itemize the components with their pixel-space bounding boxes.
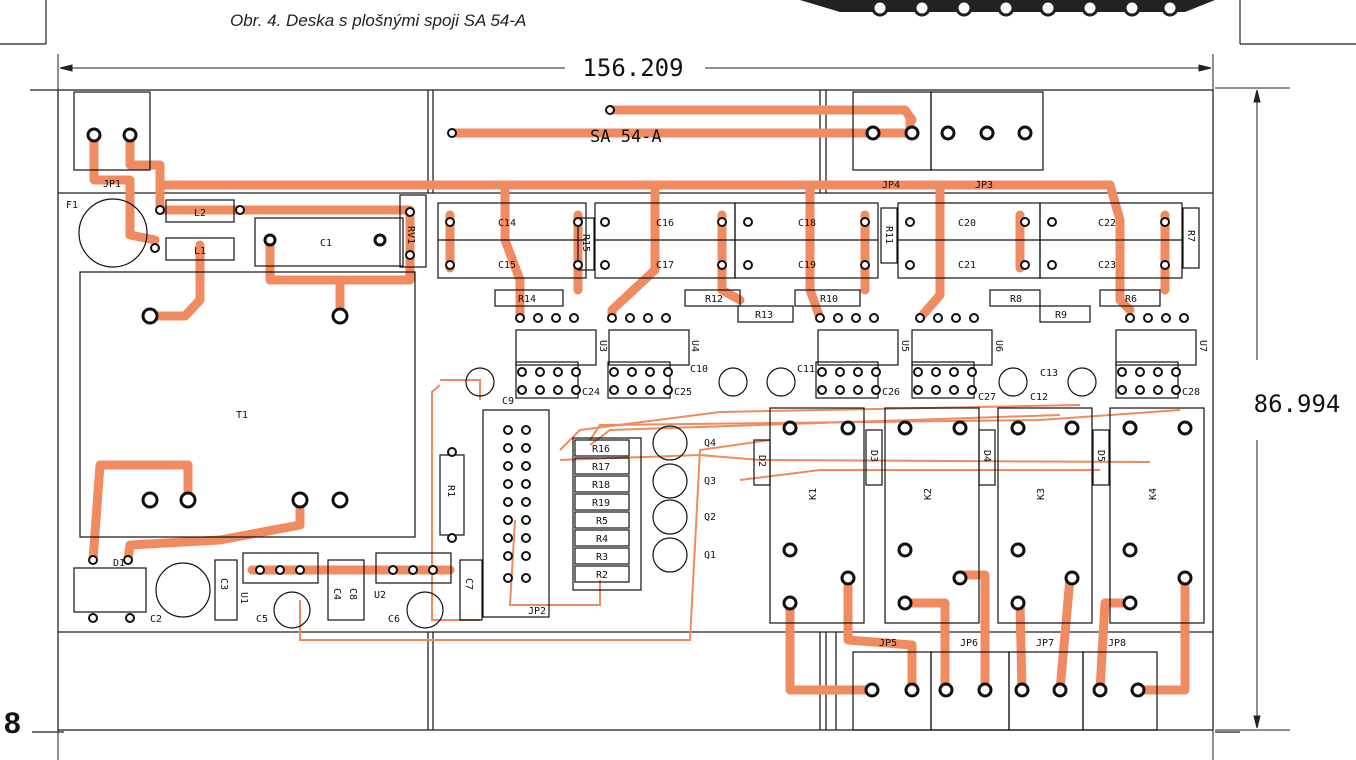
label-c21: C21 (958, 260, 976, 271)
label-c22: C22 (1098, 218, 1116, 229)
label-t1: T1 (236, 410, 248, 421)
label-c10: C10 (690, 364, 708, 375)
label-r11: R11 (883, 226, 894, 244)
label-c13: C13 (1040, 368, 1058, 379)
label-l1: L1 (194, 246, 206, 257)
label-k4: K4 (1148, 488, 1159, 500)
label-c17: C17 (656, 260, 674, 271)
label-rv1: RV1 (405, 226, 416, 244)
label-c14: C14 (498, 218, 516, 229)
label-c15: C15 (498, 260, 516, 271)
label-r8: R8 (1010, 294, 1022, 305)
silkscreen-labels: SA 54-A JP1 JP4 JP3 F1 L2 L1 C1 RV1 T1 D… (66, 127, 1208, 649)
label-r9: R9 (1055, 310, 1067, 321)
label-r13: R13 (755, 310, 773, 321)
db-connector-graphic (800, 0, 1215, 17)
copper-traces (88, 105, 1190, 695)
label-f1: F1 (66, 200, 78, 211)
label-c26: C26 (882, 387, 900, 398)
label-k2: K2 (923, 488, 934, 500)
label-c25: C25 (674, 387, 692, 398)
label-k1: K1 (808, 488, 819, 500)
label-c27: C27 (978, 392, 996, 403)
label-c23: C23 (1098, 260, 1116, 271)
pads (86, 125, 1193, 698)
label-c9: C9 (502, 396, 514, 407)
label-r2: R2 (596, 570, 608, 581)
label-r7: R7 (1185, 230, 1196, 242)
label-c16: C16 (656, 218, 674, 229)
label-c28: C28 (1182, 387, 1200, 398)
label-u2: U2 (374, 590, 386, 601)
label-k3: K3 (1036, 488, 1047, 500)
signal-traces (299, 379, 1181, 641)
label-q1: Q1 (704, 550, 716, 561)
label-d1: D1 (113, 558, 125, 569)
label-c2: C2 (150, 614, 162, 625)
label-u6: U6 (993, 340, 1004, 352)
label-d3: D3 (868, 450, 879, 462)
label-jp2: JP2 (528, 606, 546, 617)
label-r17: R17 (592, 462, 610, 473)
label-c19: C19 (798, 260, 816, 271)
label-jp3: JP3 (975, 180, 993, 191)
label-r6: R6 (1125, 294, 1137, 305)
label-c8: C8 (347, 588, 358, 600)
label-jp7: JP7 (1036, 638, 1054, 649)
label-u5: U5 (899, 340, 910, 352)
label-c1: C1 (320, 238, 332, 249)
label-r14: R14 (518, 294, 536, 305)
label-r5: R5 (596, 516, 608, 527)
label-d5: D5 (1095, 450, 1106, 462)
label-u1: U1 (238, 592, 249, 604)
board-title: SA 54-A (590, 127, 662, 147)
width-dimension: 156.209 (582, 54, 683, 82)
label-r1: R1 (445, 485, 456, 497)
label-c6: C6 (388, 614, 400, 625)
label-r16: R16 (592, 444, 610, 455)
height-dimension: 86.994 (1254, 390, 1341, 418)
label-l2: L2 (194, 208, 206, 219)
label-d4: D4 (981, 450, 992, 462)
label-q3: Q3 (704, 476, 716, 487)
label-r15: R15 (580, 234, 591, 252)
component-outlines (73, 91, 1205, 731)
label-c3: C3 (218, 578, 229, 590)
label-d2: D2 (756, 455, 767, 467)
page-number: 8 (4, 707, 21, 740)
label-c24: C24 (582, 387, 600, 398)
label-jp8: JP8 (1108, 638, 1126, 649)
label-c11: C11 (797, 364, 815, 375)
label-c18: C18 (798, 218, 816, 229)
label-u4: U4 (689, 340, 700, 352)
small-pads (88, 105, 1189, 623)
label-c20: C20 (958, 218, 976, 229)
label-c4: C4 (331, 588, 342, 600)
label-jp6: JP6 (960, 638, 978, 649)
label-c5: C5 (256, 614, 268, 625)
label-jp1: JP1 (103, 179, 121, 190)
label-r18: R18 (592, 480, 610, 491)
crop-marks (0, 0, 1356, 733)
label-c12: C12 (1030, 392, 1048, 403)
label-u3: U3 (597, 340, 608, 352)
label-c7: C7 (463, 578, 474, 590)
label-r19: R19 (592, 498, 610, 509)
label-q4: Q4 (704, 438, 716, 449)
label-u7: U7 (1197, 340, 1208, 352)
label-r3: R3 (596, 552, 608, 563)
label-jp5: JP5 (879, 638, 897, 649)
label-q2: Q2 (704, 512, 716, 523)
label-r4: R4 (596, 534, 608, 545)
label-r12: R12 (705, 294, 723, 305)
label-jp4: JP4 (882, 180, 900, 191)
label-r10: R10 (820, 294, 838, 305)
figure-caption: Obr. 4. Deska s plošnými spoji SA 54-A (230, 11, 527, 30)
